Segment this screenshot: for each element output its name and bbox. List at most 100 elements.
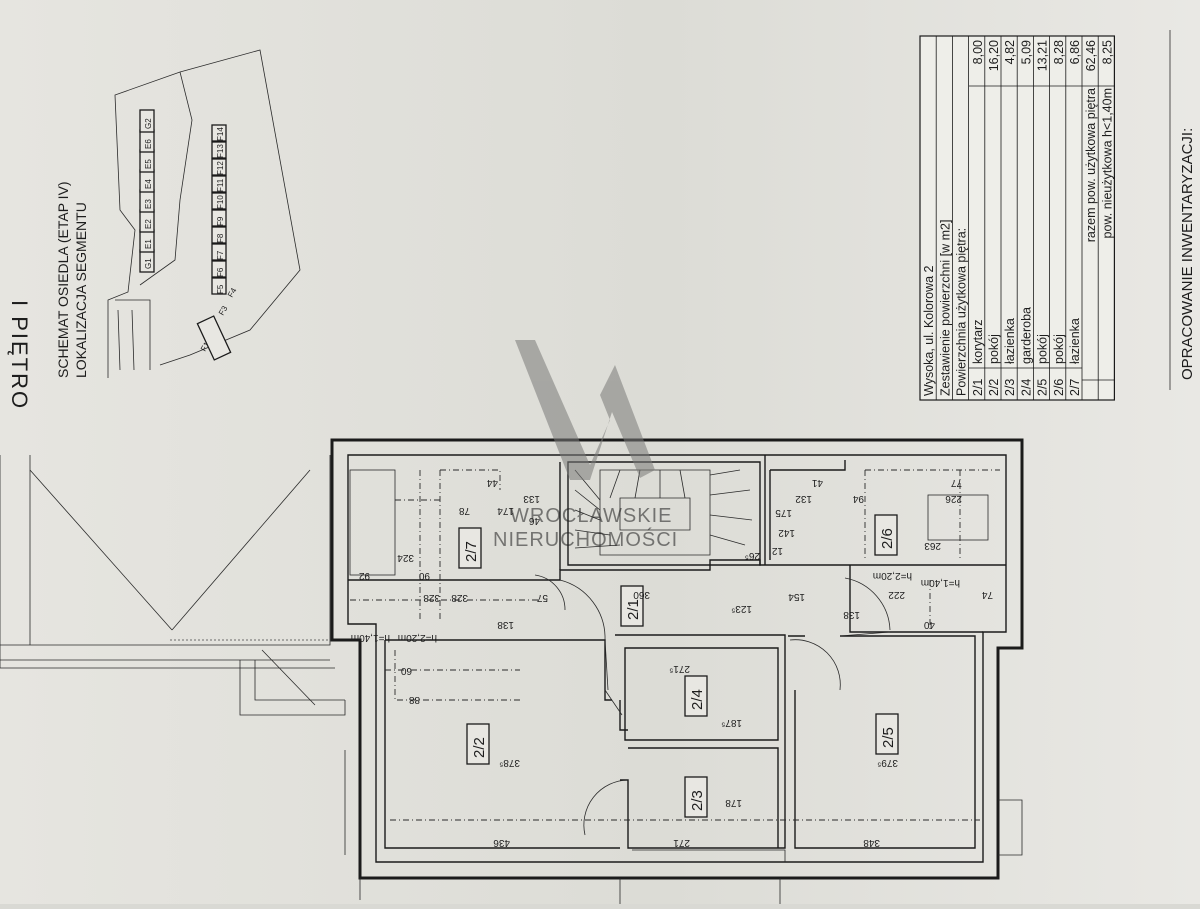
site-plot-box — [211, 192, 227, 210]
site-plot-label: F13 — [216, 144, 225, 158]
site-plot-box — [211, 141, 227, 159]
site-plot-label: F11 — [216, 178, 225, 192]
room-number: 2/4 — [689, 689, 706, 710]
dimension-label: 222 — [888, 589, 905, 600]
site-plot-label: F7 — [216, 250, 225, 260]
outside-label: OPRACOWANIE INWENTARYZACJI: — [1179, 128, 1196, 380]
table-row-name: pokój — [1052, 334, 1066, 364]
site-plot-label: F8 — [216, 233, 225, 243]
table-row-number: 2/2 — [987, 379, 1001, 396]
dimension-label: 187⁵ — [721, 717, 742, 728]
room-number: 2/7 — [463, 541, 480, 562]
table-row-number: 2/7 — [1068, 379, 1082, 396]
dimension-label: 44 — [486, 477, 498, 488]
dimension-label: 436 — [493, 837, 510, 848]
table-row-area: 6,86 — [1068, 40, 1082, 64]
room-number-box — [874, 514, 898, 556]
dimension-label: 133 — [523, 493, 540, 504]
scheme-subtitle: LOKALIZACJA SEGMENTU — [73, 202, 89, 378]
floor-label: I PIĘTRO — [7, 300, 32, 410]
room-labels: 2/12/22/32/42/52/62/7 — [458, 514, 899, 818]
site-plot-label: F5 — [216, 284, 225, 294]
table-row-name: garderoba — [1019, 307, 1033, 364]
site-plot-label: F14 — [216, 127, 225, 141]
table-row-name: korytarz — [971, 320, 985, 364]
site-plot-box — [211, 243, 227, 261]
site-plot-box — [211, 226, 227, 244]
room-number: 2/6 — [879, 528, 896, 549]
table-row-name: pokój — [987, 334, 1001, 364]
table-row-number: 2/6 — [1052, 379, 1066, 396]
dimension-label: 132 — [795, 493, 812, 504]
house-walls — [330, 438, 1024, 904]
site-plot-label: E1 — [144, 239, 153, 249]
dimension-label: h=2,20m — [873, 570, 912, 581]
site-plot-box — [211, 209, 227, 227]
site-plot-box — [139, 109, 155, 133]
dimension-label: 78 — [458, 505, 470, 516]
site-plot-label: F9 — [216, 216, 225, 226]
dimension-label: 271⁵ — [669, 663, 690, 674]
table-row-name: łazienka — [1068, 318, 1082, 364]
table-total_value: 62,46 — [1084, 40, 1098, 71]
site-plot-box — [211, 124, 227, 142]
site-plot-box — [211, 158, 227, 176]
dimension-label: 360 — [633, 589, 650, 600]
dimension-label: 378⁵ — [499, 757, 520, 768]
site-plot-label: E3 — [144, 199, 153, 209]
site-segment-label: F4 — [226, 286, 239, 299]
dimension-label: 154 — [788, 591, 805, 602]
room-number-box — [466, 723, 490, 765]
table-row-area: 8,00 — [971, 40, 985, 64]
room-number: 2/1 — [625, 599, 642, 620]
bathroom-fixtures — [349, 469, 1000, 821]
dimension-label: 26⁵ — [745, 550, 760, 561]
dimension-label: 379⁵ — [877, 757, 898, 768]
site-plot-label: E6 — [144, 139, 153, 149]
table-row-area: 5,09 — [1019, 40, 1033, 64]
dimension-label: 348 — [863, 837, 880, 848]
dimension-label: 92 — [358, 570, 370, 581]
dimension-label: 12 — [771, 545, 783, 556]
dimension-label: h=2,20m — [398, 632, 437, 643]
watermark-text-1: WROCŁAWSKIE — [510, 505, 673, 527]
dimension-label: 40 — [923, 619, 935, 630]
room-number-box — [875, 713, 899, 755]
table-row-number: 2/3 — [1003, 379, 1017, 396]
room-number: 2/2 — [471, 737, 488, 758]
room-number-box — [620, 585, 644, 627]
room-number-box — [684, 675, 708, 717]
table-row-name: pokój — [1036, 334, 1050, 364]
table-address: Wysoka, ul. Kolorowa 2 — [922, 265, 936, 396]
site-plot-label: E2 — [144, 219, 153, 229]
agency-watermark: WROCŁAWSKIE NIERUCHOMOŚCI — [493, 340, 677, 551]
dimension-label: 123⁵ — [731, 603, 752, 614]
dimension-label: 94 — [852, 493, 864, 504]
site-plot-label: F12 — [216, 161, 225, 175]
table-row-area: 4,82 — [1003, 40, 1017, 64]
dimension-label: 263 — [924, 540, 941, 551]
dimension-label: 90 — [418, 570, 430, 581]
terrace-outline — [0, 455, 346, 716]
dimension-label: 57 — [536, 592, 548, 603]
table-row-area: 13,21 — [1036, 40, 1050, 71]
site-plot-box — [211, 175, 227, 193]
dimension-label: 142 — [778, 527, 795, 538]
site-plot-box — [211, 260, 227, 278]
site-segment-label: F3 — [217, 304, 230, 317]
dimension-label: 328 — [451, 592, 468, 603]
site-plot-label: F10 — [216, 195, 225, 209]
dimension-label: 138 — [497, 619, 514, 630]
dimension-label: 271 — [673, 837, 690, 848]
table-total_label: razem pow. użytkowa piętra — [1084, 88, 1098, 242]
table-row-number: 2/5 — [1036, 379, 1050, 396]
table-heading: Zestawienie powierzchni [w m2] — [938, 220, 952, 396]
scheme-title: SCHEMAT OSIEDLA (ETAP IV) — [55, 181, 71, 378]
dimension-label: 74 — [981, 589, 993, 600]
dimension-label: 178 — [725, 797, 742, 808]
dimension-label: 138 — [843, 609, 860, 620]
site-plot-box — [211, 277, 227, 295]
